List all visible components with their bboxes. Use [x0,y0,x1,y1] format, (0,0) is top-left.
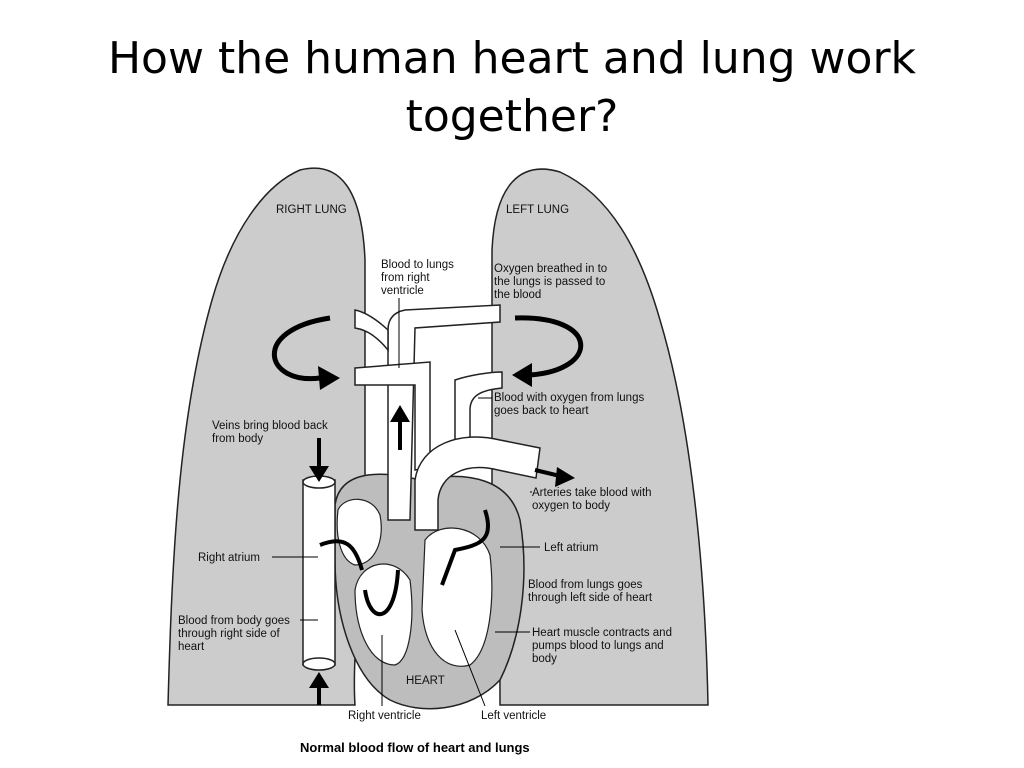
left-ventricle-pointer [454,629,486,707]
veins-label: Veins bring blood back from body [212,420,331,445]
left-lung-arrowhead [512,363,532,387]
blood-with-oxygen-label: Blood with oxygen from lungs goes back t… [494,392,647,417]
aorta-out-arrowhead [555,467,575,487]
heart-muscle-label: Heart muscle contracts and pumps blood t… [532,627,675,665]
arteries-label: Arteries take blood with oxygen to body [532,487,655,512]
left-lung-cycle-arrow [514,315,584,378]
right-lung-label: RIGHT LUNG [276,204,347,216]
left-ventricle-flow-arrow [440,509,491,586]
title-line-2: together? [405,91,619,142]
title-line-1: How the human heart and lung work [107,33,917,84]
vena-cava-bottom [302,657,336,671]
left-ventricle-chamber [421,527,493,667]
pulmonary-artery-left-branch [354,309,389,353]
left-lung-label: LEFT LUNG [506,204,569,216]
aorta [414,436,541,531]
right-atrium-flow-arrow [319,539,364,571]
veins-down-arrowhead [309,466,329,482]
slide-title: How the human heart and lung work togeth… [0,30,1024,146]
right-atrium-chamber [336,498,382,566]
blood-from-body-label: Blood from body goes through right side … [178,615,293,653]
left-ventricle-label: Left ventricle [481,710,546,722]
heart-label: HEART [406,675,445,687]
blood-to-lungs-label: Blood to lungs from right ventricle [381,259,457,297]
right-ventricle-flow-arrow [363,569,400,617]
right-lung-arrowhead [318,366,340,390]
right-atrium-label: Right atrium [198,552,260,564]
left-atrium-label: Left atrium [544,542,598,554]
aorta-out-arrow [534,468,561,478]
right-ventricle-label: Right ventricle [348,710,421,722]
vena-cava [302,479,336,666]
pulmonary-up-arrowhead [390,405,410,422]
right-lung-cycle-arrow [271,315,331,382]
body-up-arrowhead [309,672,329,688]
oxygen-breathed-label: Oxygen breathed in to the lungs is passe… [494,263,610,301]
diagram-caption: Normal blood flow of heart and lungs [300,740,530,755]
blood-from-lungs-label: Blood from lungs goes through left side … [528,579,653,604]
left-lung-shape [491,168,709,706]
